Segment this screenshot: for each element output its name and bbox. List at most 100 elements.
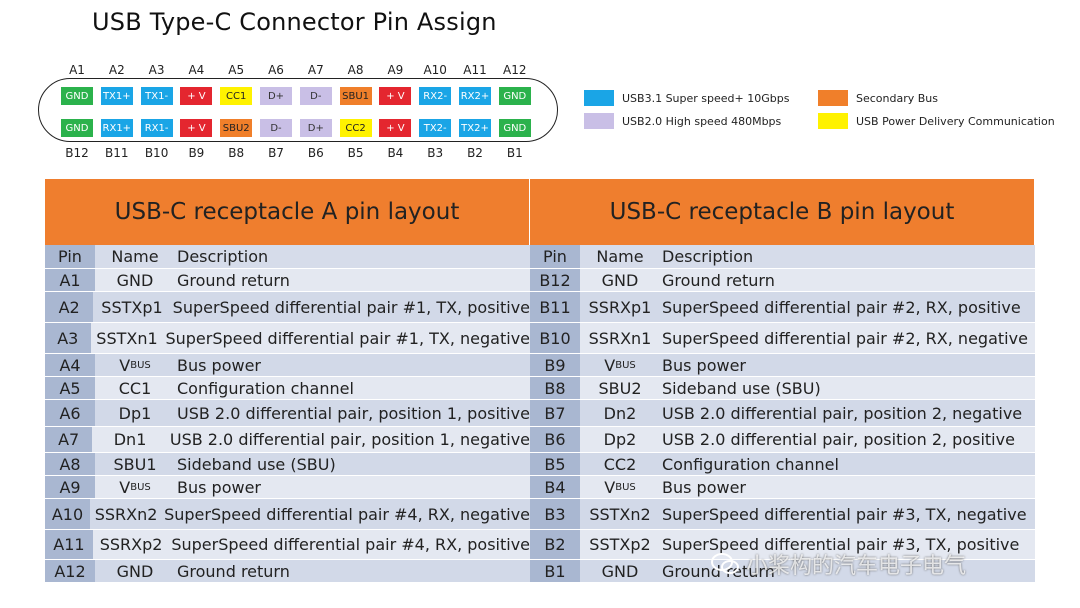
watermark: 小桨构的汽车电子电气 xyxy=(710,548,966,580)
watermark-text: 小桨构的汽车电子电气 xyxy=(746,554,967,579)
cell-name-text: GND xyxy=(116,561,154,581)
cell-name: Dp1 xyxy=(95,400,175,426)
cell-name-text: GND xyxy=(601,270,639,290)
cell-name: CC1 xyxy=(95,377,175,399)
cell-name-text: V xyxy=(604,355,616,375)
cell-name: CC2 xyxy=(580,453,660,475)
pin-box-bottom: GND xyxy=(497,118,532,138)
cell-name: SSRXn2 xyxy=(90,499,163,529)
cell-pin: A4 xyxy=(45,354,95,376)
pin-label-bottom: B7 xyxy=(268,146,284,160)
pin-box-top: TX1- xyxy=(139,86,174,106)
pin-box-top: D- xyxy=(298,86,333,106)
cell-description: Bus power xyxy=(660,476,1035,498)
cell-name: Dp2 xyxy=(580,427,660,452)
cell-name-text: SSTXp2 xyxy=(589,535,651,554)
col-pin-header: Pin xyxy=(45,245,95,268)
pin-label-top: A11 xyxy=(463,63,487,77)
pin-label-bottom: B4 xyxy=(387,146,404,160)
pin-label-bottom: B10 xyxy=(144,146,169,160)
pin-label-bottom: B11 xyxy=(105,146,129,160)
cell-name-text: GND xyxy=(116,270,154,290)
table-row: B12 GND Ground return xyxy=(530,269,1035,292)
cell-name: SSRXp2 xyxy=(92,530,170,559)
cell-pin: A2 xyxy=(45,292,94,322)
cell-description: Bus power xyxy=(175,476,530,498)
cell-pin: A8 xyxy=(45,453,95,475)
pin-box-bottom: GND xyxy=(60,118,94,138)
pin-label-top: A3 xyxy=(148,63,165,77)
cell-pin: A5 xyxy=(45,377,95,399)
cell-pin: B12 xyxy=(530,269,580,291)
pin-label-top: A10 xyxy=(423,63,447,77)
cell-name-text: Dn2 xyxy=(603,403,637,423)
pin-box-top: + V xyxy=(378,86,413,106)
legend-highspeed: USB2.0 High speed 480Mbps xyxy=(584,113,781,129)
table-b: USB-C receptacle B pin layout Pin Name D… xyxy=(530,179,1035,583)
pin-label-bottom: B2 xyxy=(467,146,483,160)
pin-box-bottom: D- xyxy=(259,118,293,138)
cell-name-text: Dn1 xyxy=(113,430,147,449)
pin-box-top: RX2- xyxy=(418,86,453,106)
cell-pin: A11 xyxy=(45,530,93,559)
cell-description: Sideband use (SBU) xyxy=(660,377,1035,399)
legend-label: USB3.1 Super speed+ 10Gbps xyxy=(622,91,790,105)
cell-description: Ground return xyxy=(660,560,1035,582)
connector-outline xyxy=(38,78,558,142)
pin-label-top: A6 xyxy=(268,63,284,77)
pin-label-top: A5 xyxy=(228,63,245,77)
cell-name-subscript: BUS xyxy=(615,481,636,493)
cell-description: USB 2.0 differential pair, position 1, n… xyxy=(167,427,530,452)
pin-label-bottom: B1 xyxy=(506,146,523,160)
cell-name: SBU1 xyxy=(95,453,175,475)
cell-name: Dn2 xyxy=(580,400,660,426)
cell-description: Bus power xyxy=(660,354,1035,376)
cell-description: Ground return xyxy=(660,269,1035,291)
cell-description: SuperSpeed differential pair #3, TX, neg… xyxy=(660,499,1035,529)
cell-description: SuperSpeed differential pair #4, RX, neg… xyxy=(162,499,530,529)
cell-pin: B1 xyxy=(530,560,580,582)
cell-pin: A1 xyxy=(45,269,95,291)
cell-description: SuperSpeed differential pair #2, RX, pos… xyxy=(660,292,1035,322)
cell-name-text: V xyxy=(119,355,131,375)
cell-pin: B8 xyxy=(530,377,580,399)
cell-name-text: SSRXp1 xyxy=(588,297,652,317)
pin-label-top: A12 xyxy=(503,63,527,77)
cell-pin: B5 xyxy=(530,453,580,475)
pin-label-top: A8 xyxy=(347,63,364,77)
cell-name: SSTXn2 xyxy=(580,499,660,529)
legend-swatch-yellow xyxy=(818,113,848,129)
cell-description: USB 2.0 differential pair, position 1, p… xyxy=(175,400,530,426)
cell-name-text: SSTXn2 xyxy=(589,504,651,524)
table-a-header-row: Pin Name Description xyxy=(45,245,530,269)
cell-pin: B10 xyxy=(530,323,580,353)
table-a: USB-C receptacle A pin layout Pin Name D… xyxy=(45,179,530,583)
col-name-header: Name xyxy=(95,245,175,268)
pin-box-bottom: TX2+ xyxy=(458,118,492,138)
cell-pin: A9 xyxy=(45,476,95,498)
cell-pin: B2 xyxy=(530,530,580,559)
legend-swatch-lavender xyxy=(584,113,614,129)
col-desc-header: Description xyxy=(660,245,1035,268)
col-name-header: Name xyxy=(580,245,660,268)
pin-box-bottom: + V xyxy=(378,118,413,138)
cell-pin: B9 xyxy=(530,354,580,376)
cell-name: SBU2 xyxy=(580,377,660,399)
pin-box-top: + V xyxy=(179,86,214,106)
pin-label-bottom: B9 xyxy=(188,146,205,160)
pin-label-top: A4 xyxy=(188,63,205,77)
legend-swatch-orange xyxy=(818,90,848,106)
table-b-header-row: Pin Name Description xyxy=(530,245,1035,269)
cell-pin: B3 xyxy=(530,499,580,529)
diagram-title: USB Type-C Connector Pin Assign xyxy=(92,8,497,36)
cell-description: Bus power xyxy=(175,354,530,376)
